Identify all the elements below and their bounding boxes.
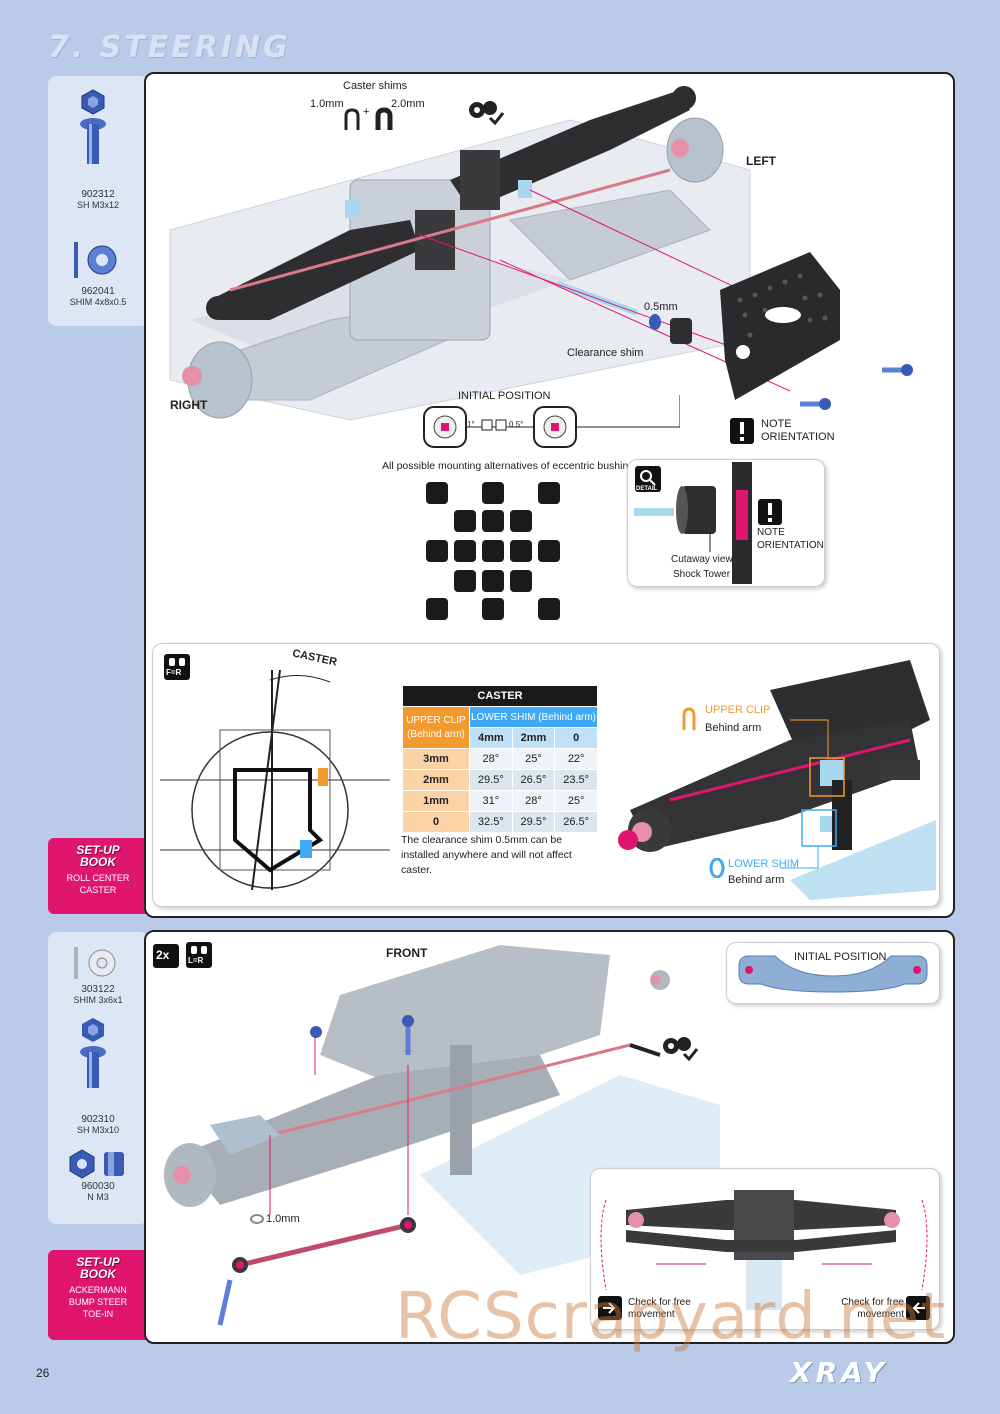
cutaway-label: Cutaway view [671, 554, 733, 565]
screw-icon [800, 398, 831, 410]
table-row: 3mm 28°25°22° [402, 748, 598, 770]
page-number: 26 [36, 1366, 50, 1380]
caster-table: CASTER UPPER CLIP(Behind arm) LOWER SHIM… [402, 685, 598, 833]
initial-position-label: INITIAL POSITION [794, 951, 887, 963]
warning-icon [758, 499, 782, 525]
right-label: RIGHT [170, 398, 208, 412]
initial-position-label: INITIAL POSITION [458, 390, 551, 402]
setup-line: TOE-IN [82, 1309, 114, 1319]
screw-icon [80, 89, 106, 164]
lr-icon [186, 942, 212, 968]
col-header: 4mm [469, 727, 513, 749]
setup-line: BUMP STEER [68, 1297, 128, 1307]
front-assembly-diagram [169, 86, 790, 421]
arrow-icon [598, 1296, 622, 1320]
brand-logo: XRAY [790, 1356, 888, 1389]
table-title: CASTER [402, 685, 598, 707]
eccentric-bushing-diagram [423, 395, 680, 448]
setup-line: ACKERMANN [69, 1285, 127, 1295]
shim-size-label: 2.0mm [391, 98, 425, 110]
shim-icon [74, 947, 116, 979]
wrench-check-icon [469, 101, 504, 126]
caster-assembly-photo [618, 660, 936, 900]
parts-panel-top [48, 76, 148, 326]
warning-icon [730, 418, 754, 444]
nut-icon [69, 1149, 124, 1179]
table-row: 0 32.5°29.5°26.5° [402, 811, 598, 833]
leader-line [780, 719, 845, 869]
caster-side-diagram [160, 669, 390, 891]
init-05-label: 0.5° [509, 420, 524, 429]
wrench-check-icon [663, 1037, 698, 1062]
shim-05-label: 0.5mm [644, 301, 678, 313]
steering-link-diagram [164, 945, 720, 1326]
note-label: NOTE [757, 527, 785, 538]
qty-icon [153, 944, 179, 968]
cutaway-diagram [634, 462, 752, 584]
bushing-grid [426, 482, 560, 620]
arrow-icon [906, 1296, 930, 1320]
upper-clip-header: UPPER CLIP(Behind arm) [402, 706, 470, 749]
col-header: 2mm [511, 727, 556, 749]
shim-icon [74, 242, 117, 278]
qty-label: 2x [156, 948, 170, 962]
screw-icon [882, 364, 913, 376]
lower-shim-header: LOWER SHIM (Behind arm) [469, 706, 598, 728]
shock-tower-label: Shock Tower [673, 569, 731, 580]
front-label: FRONT [386, 946, 428, 960]
left-label: LEFT [746, 154, 776, 168]
orientation-label: ORIENTATION [757, 540, 824, 551]
shim-size-label: 1.0mm [310, 98, 344, 110]
page-title: 7. STEERING [48, 30, 291, 65]
steering-plate-icon [738, 955, 928, 993]
clip-icon [682, 707, 696, 730]
watermark: RCScrapyard.net [395, 1280, 947, 1354]
orientation-label: ORIENTATION [761, 431, 835, 443]
table-row: 1mm 31°28°25° [402, 790, 598, 812]
col-header: 0 [554, 727, 598, 749]
setup-title-2: BOOK [80, 855, 116, 869]
clearance-shim-label: Clearance shim [567, 347, 644, 359]
caster-note: The clearance shim 0.5mm can be installe… [401, 834, 572, 876]
lower-shim-sub: Behind arm [728, 874, 785, 886]
lr-label: L=R [188, 956, 204, 965]
fr-icon [164, 654, 190, 680]
setup-title: SET-UP [76, 1255, 120, 1269]
init-1-label: 1° [467, 420, 475, 429]
detail-icon [635, 466, 661, 492]
setup-line: CASTER [79, 885, 117, 895]
front-view-diagram [600, 1190, 928, 1310]
check-label: Check for free movement [628, 1297, 691, 1320]
fr-label: F=R [166, 668, 182, 677]
note-label: NOTE [761, 418, 792, 430]
caster-shims-label: Caster shims [343, 80, 408, 92]
upper-clip-sub: Behind arm [705, 722, 762, 734]
shim-10-label: 1.0mm [266, 1213, 300, 1225]
screw-icon [80, 1018, 106, 1088]
table-row: 2mm 29.5°26.5°23.5° [402, 769, 598, 791]
check-label: Check for free movement [841, 1297, 904, 1320]
lower-shim-label: LOWER SHIM [728, 858, 799, 870]
alternatives-label: All possible mounting alternatives of ec… [382, 460, 640, 472]
shim-plus: + [363, 106, 370, 118]
shim-icon [709, 858, 725, 878]
setup-line: ROLL CENTER [66, 873, 130, 883]
setup-title-2: BOOK [80, 1267, 116, 1281]
shock-tower-icon [720, 252, 840, 400]
caster-clip-icon [344, 107, 393, 130]
setup-title: SET-UP [76, 843, 120, 857]
upper-clip-label: UPPER CLIP [705, 704, 771, 716]
detail-text: DETAIL [636, 486, 658, 492]
